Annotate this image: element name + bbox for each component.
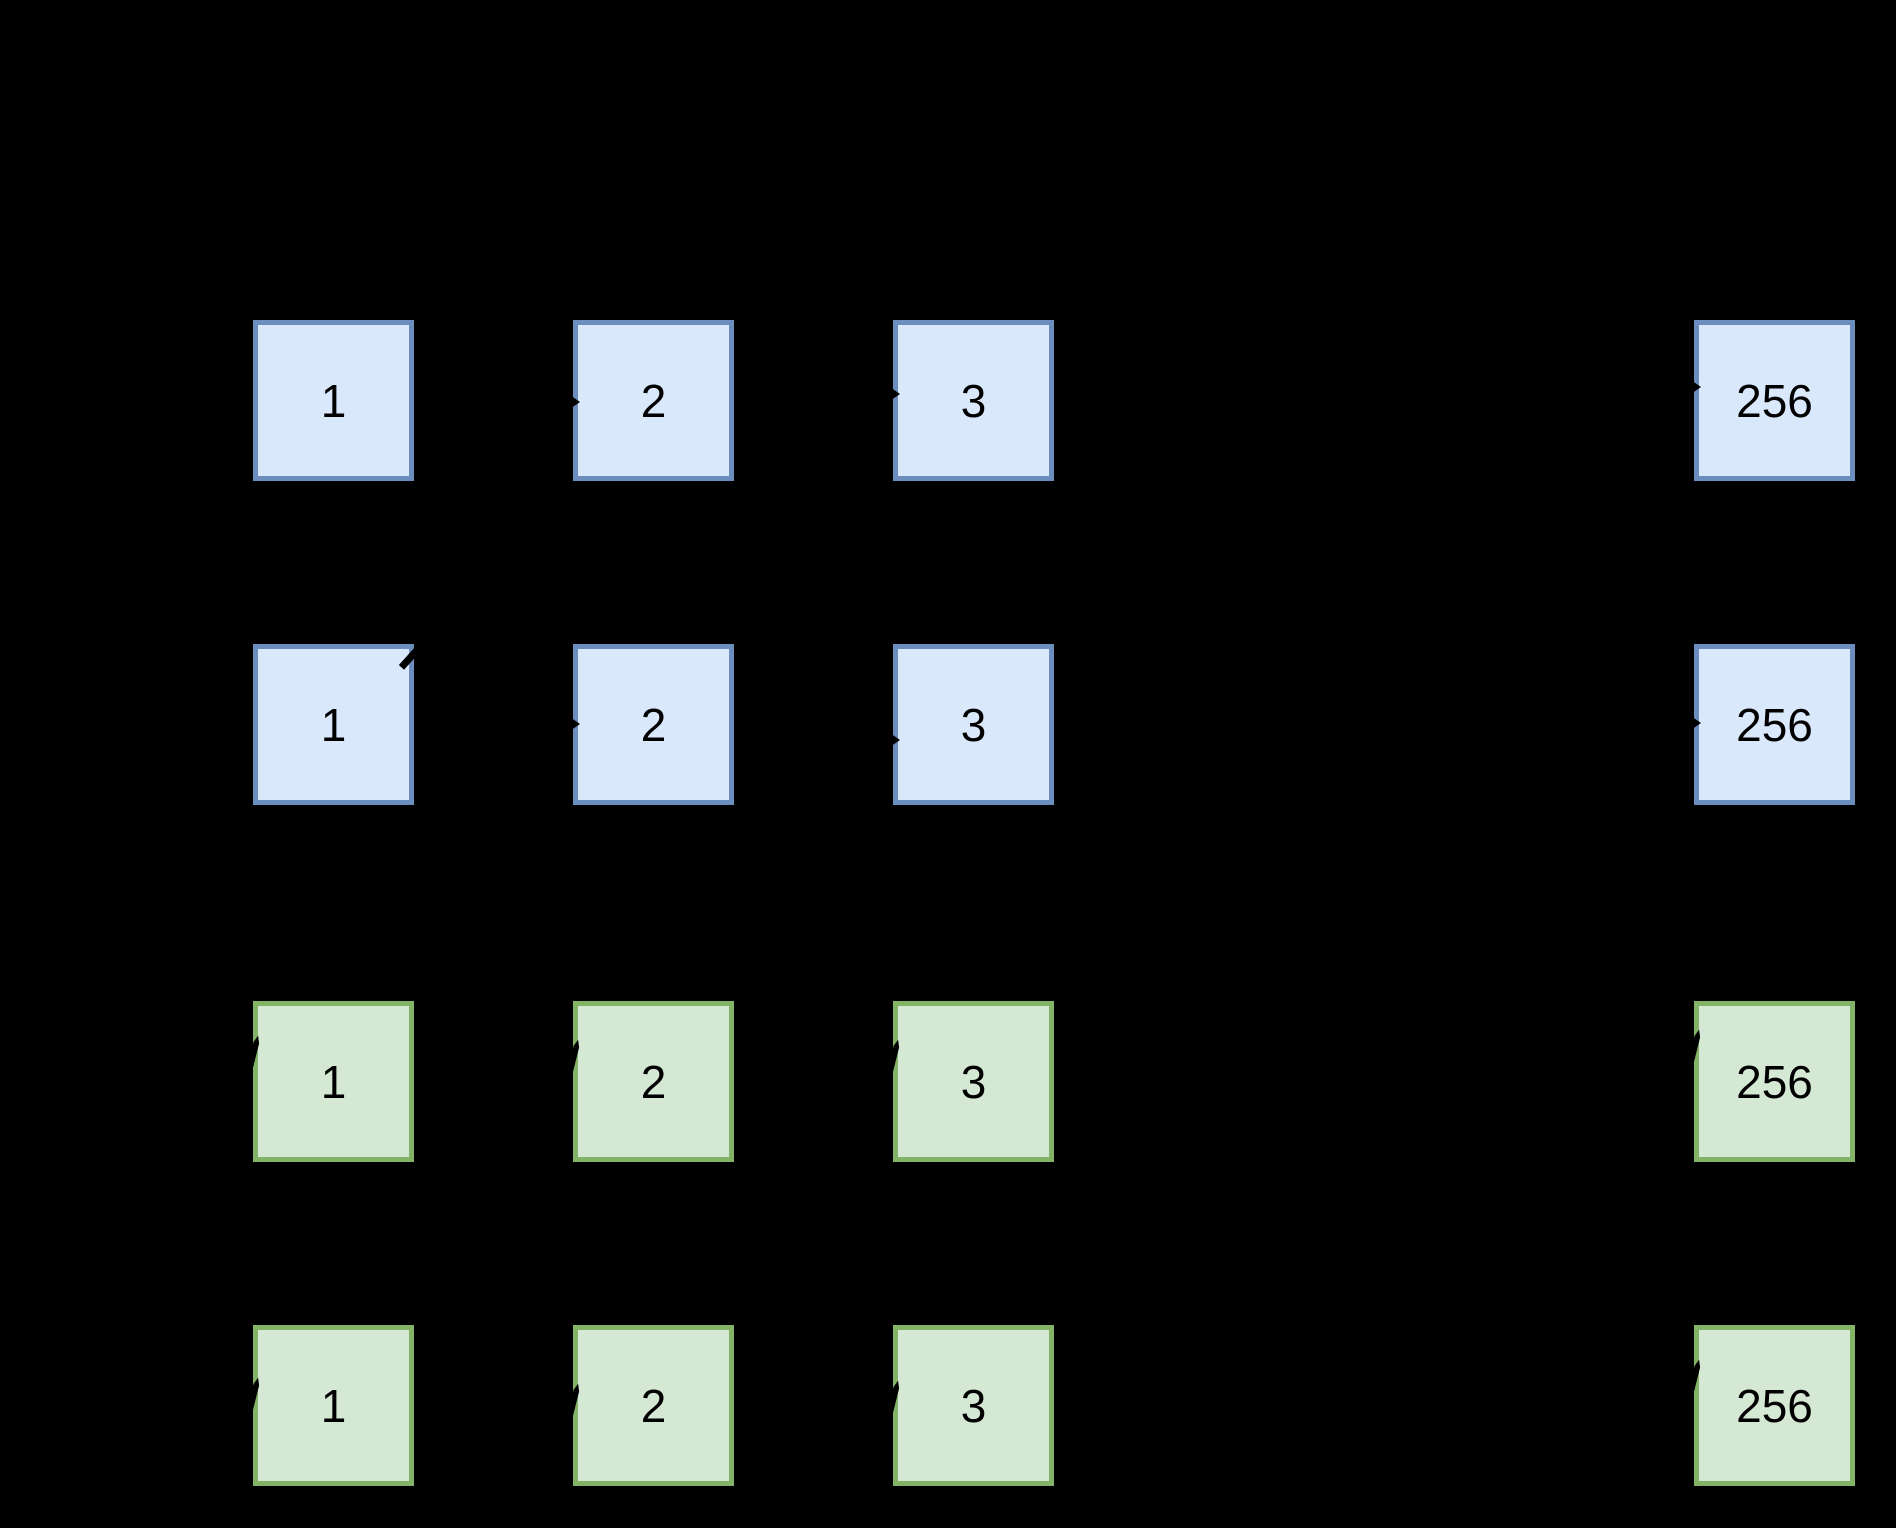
green-row-1-box: 3 (893, 1001, 1054, 1162)
green-row-2-box: 1 (253, 1325, 414, 1486)
blue-row-2-box: 3 (893, 644, 1054, 805)
arrowhead-mark (887, 385, 900, 403)
green-row-1-box: 1 (253, 1001, 414, 1162)
blue-row-1-box: 1 (253, 320, 414, 481)
arrowhead-mark (1688, 378, 1701, 396)
blue-row-2-box: 1 (253, 644, 414, 805)
green-row-2-box: 256 (1694, 1325, 1855, 1486)
arrowhead-mark (567, 393, 580, 411)
arrowhead-mark (887, 731, 900, 749)
arrowhead-mark (567, 715, 580, 733)
green-row-1-box: 256 (1694, 1001, 1855, 1162)
blue-row-1-box: 2 (573, 320, 734, 481)
arrowhead-mark (1688, 714, 1701, 732)
blue-row-1-box: 3 (893, 320, 1054, 481)
blue-row-2-box: 2 (573, 644, 734, 805)
green-row-2-box: 3 (893, 1325, 1054, 1486)
blue-row-1-box: 256 (1694, 320, 1855, 481)
blue-row-2-box: 256 (1694, 644, 1855, 805)
green-row-1-box: 2 (573, 1001, 734, 1162)
green-row-2-box: 2 (573, 1325, 734, 1486)
